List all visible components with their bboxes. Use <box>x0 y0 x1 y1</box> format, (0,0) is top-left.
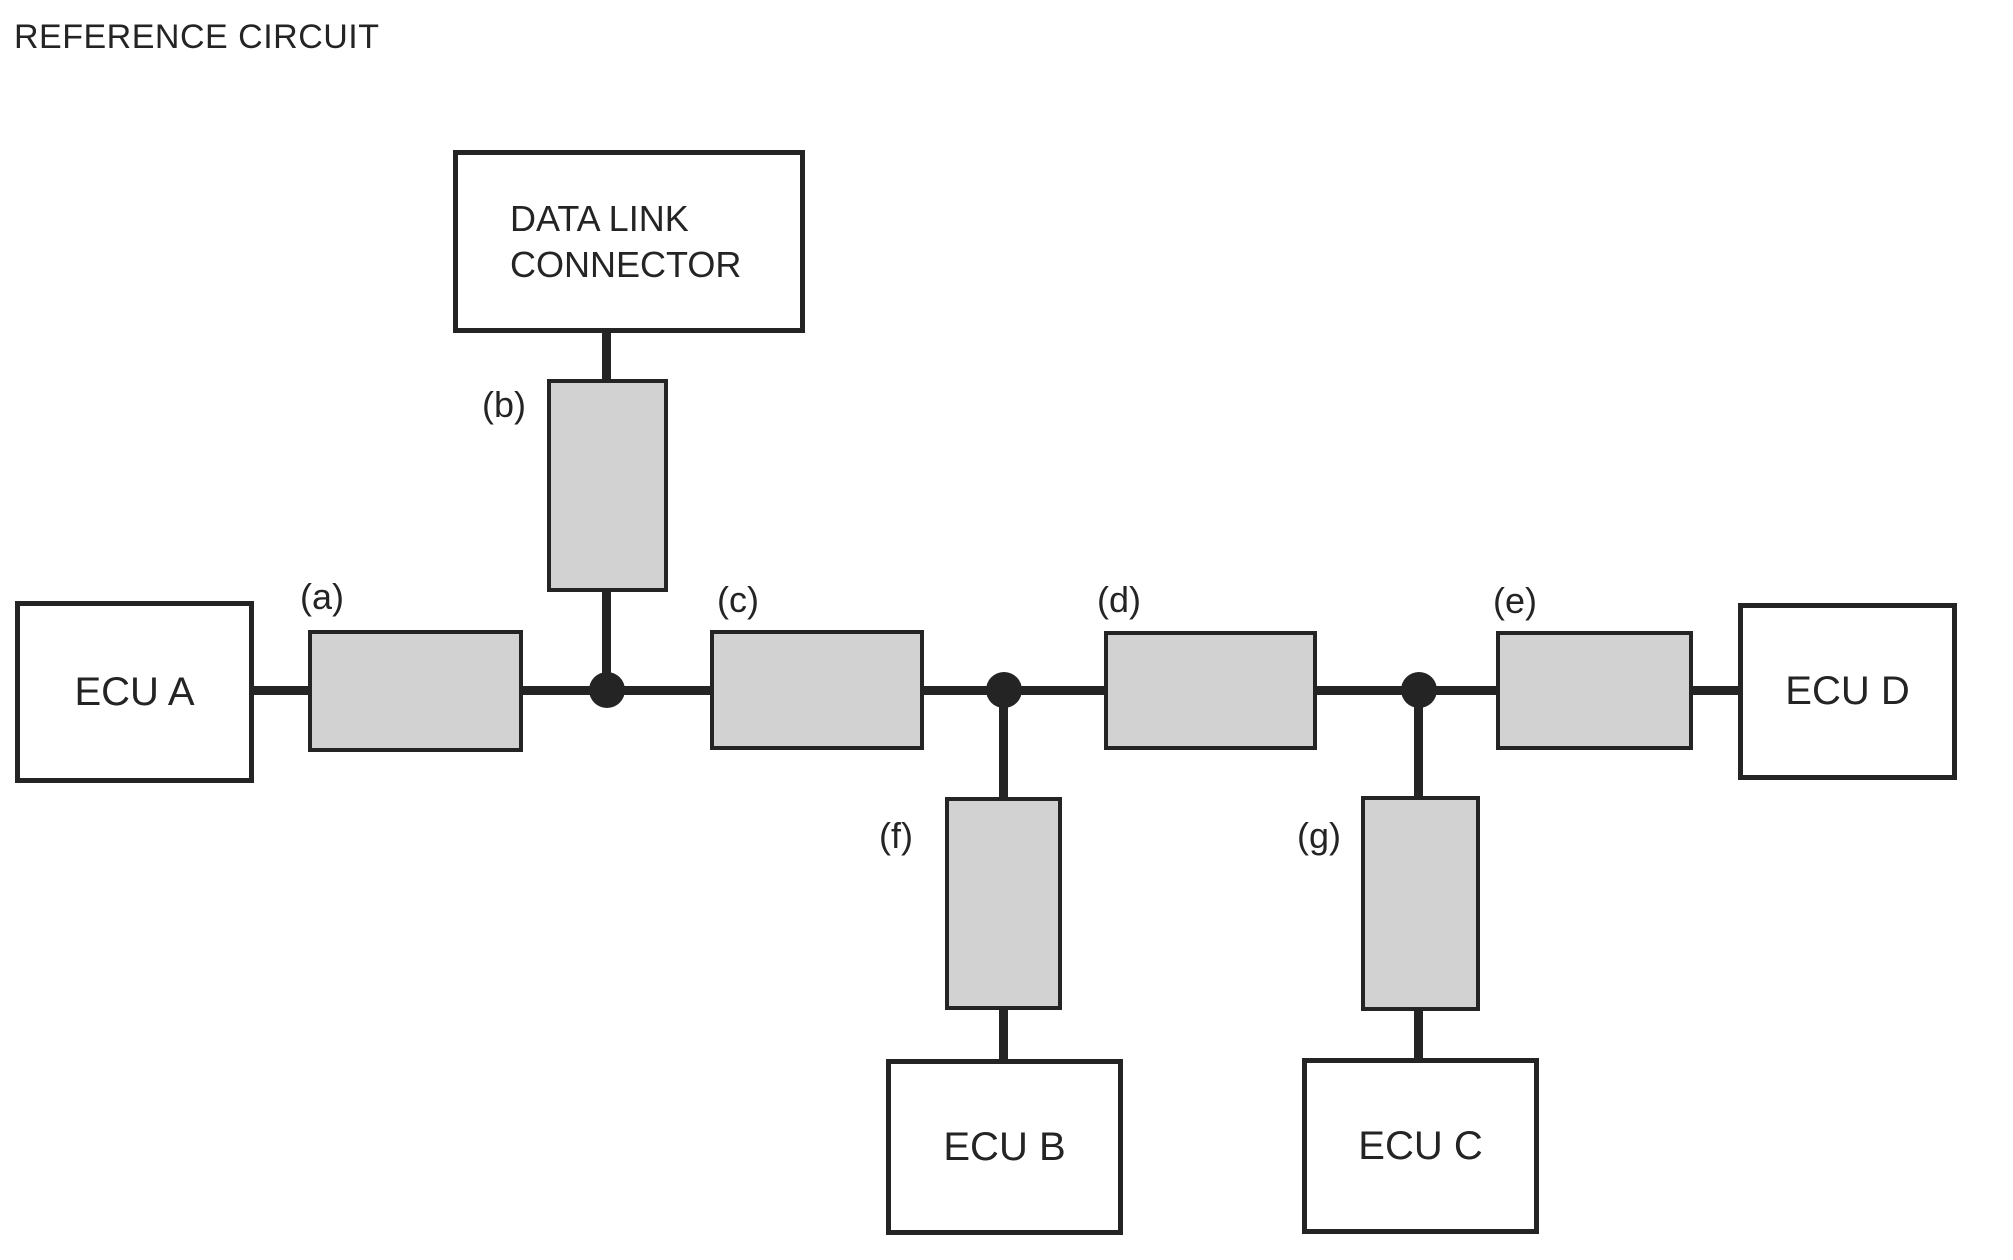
ecu-d-box: ECU D <box>1738 603 1957 780</box>
ecu-b-label: ECU B <box>943 1124 1066 1169</box>
diagram-title: REFERENCE CIRCUIT <box>14 18 380 56</box>
wire-segment-a <box>308 630 523 752</box>
ecu-d-label: ECU D <box>1785 669 1910 713</box>
segment-c-label: (c) <box>717 579 759 620</box>
ecu-b-box: ECU B <box>886 1059 1123 1235</box>
segment-g-label: (g) <box>1297 815 1341 856</box>
segment-b-label: (b) <box>482 384 526 425</box>
data-link-connector-label-line1: DATA LINK <box>510 197 689 239</box>
ecu-a-label: ECU A <box>74 669 195 714</box>
segment-d-label: (d) <box>1097 579 1141 620</box>
wire-segment-f <box>945 797 1062 1010</box>
wire-segment-e <box>1496 631 1693 750</box>
segment-e-label: (e) <box>1493 580 1537 621</box>
wire-segment-c <box>710 630 924 750</box>
segment-f-label: (f) <box>879 815 913 856</box>
ecu-c-box: ECU C <box>1302 1058 1539 1234</box>
wire-segment-d <box>1104 631 1317 750</box>
segment-a-label: (a) <box>300 576 344 617</box>
wire-segment-g <box>1361 796 1480 1011</box>
ecu-a-box: ECU A <box>15 601 254 783</box>
wire-segment-b <box>547 379 668 592</box>
data-link-connector-box: DATA LINK CONNECTOR <box>453 150 805 333</box>
junction-dot-2 <box>986 672 1022 708</box>
ecu-c-label: ECU C <box>1358 1123 1483 1168</box>
junction-dot-3 <box>1401 672 1437 708</box>
data-link-connector-label-line2: CONNECTOR <box>510 243 742 285</box>
junction-dot-1 <box>589 672 625 708</box>
